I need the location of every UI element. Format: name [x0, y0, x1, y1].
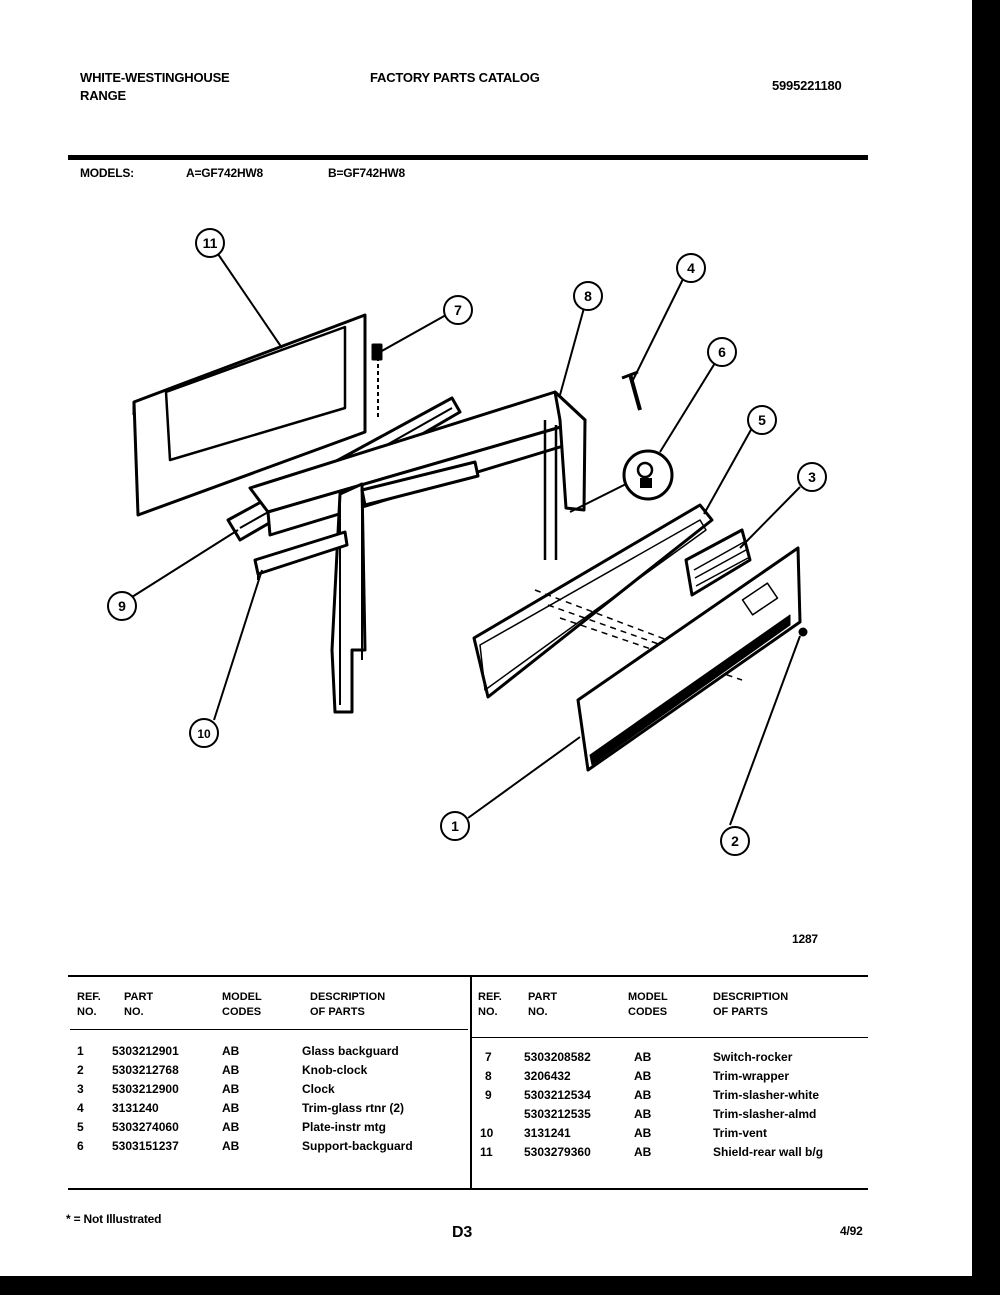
parts-catalog-page: WHITE-WESTINGHOUSE RANGE FACTORY PARTS C… — [0, 0, 972, 1276]
svg-text:3: 3 — [808, 469, 816, 485]
glass-backguard-part — [576, 546, 802, 772]
svg-text:10: 10 — [197, 727, 211, 741]
callout-4: 4 — [676, 253, 706, 283]
svg-text:11: 11 — [203, 235, 218, 251]
callout-10: 10 — [189, 718, 219, 748]
catalog-number: 5995221180 — [772, 78, 842, 93]
svg-text:6: 6 — [718, 344, 726, 360]
left-header-rule — [70, 1029, 468, 1030]
trim-vent-part — [253, 530, 349, 580]
catalog-title: FACTORY PARTS CATALOG — [370, 70, 540, 85]
svg-text:2: 2 — [731, 833, 739, 849]
callout-3: 3 — [797, 462, 827, 492]
ref-no-header-right: REF.NO. — [478, 991, 502, 1018]
header-divider — [68, 155, 868, 160]
right-header-rule — [472, 1037, 868, 1038]
table-column-divider — [470, 977, 472, 1188]
clock-knob-part — [798, 627, 808, 637]
model-a: A=GF742HW8 — [186, 166, 264, 180]
callout-5: 5 — [747, 405, 777, 435]
svg-text:4: 4 — [687, 260, 695, 276]
callout-7: 7 — [443, 295, 473, 325]
svg-text:7: 7 — [454, 302, 462, 318]
models-label: MODELS: — [80, 166, 134, 180]
trim-glass-retainer-part — [621, 370, 642, 411]
model-b: B=GF742HW8 — [328, 166, 406, 180]
footnote: * = Not Illustrated — [66, 1212, 162, 1226]
callout-1: 1 — [440, 811, 470, 841]
page-number: D3 — [452, 1224, 473, 1241]
table-bottom-rule — [68, 1188, 868, 1190]
svg-text:5: 5 — [758, 412, 766, 428]
rear-wall-shield-part — [132, 313, 367, 517]
instrument-plate-part — [472, 503, 743, 699]
switch-detail-circle — [622, 449, 674, 501]
revision-date: 4/92 — [840, 1224, 863, 1238]
svg-text:9: 9 — [118, 598, 126, 614]
support-backguard-part — [330, 460, 480, 714]
ref-no-header: REF.NO. — [77, 991, 101, 1018]
callout-11: 11 — [195, 228, 225, 258]
callout-9: 9 — [107, 591, 137, 621]
svg-text:8: 8 — [584, 288, 592, 304]
svg-text:1: 1 — [451, 818, 459, 834]
brand-title: WHITE-WESTINGHOUSE — [80, 70, 230, 85]
callout-6: 6 — [707, 337, 737, 367]
product-type: RANGE — [80, 88, 126, 103]
switch-rocker-part — [371, 343, 383, 420]
clock-part — [684, 528, 752, 597]
callout-2: 2 — [720, 826, 750, 856]
callout-8: 8 — [573, 281, 603, 311]
figure-number: 1287 — [792, 932, 818, 946]
exploded-parts-diagram: 11 7 8 4 6 5 3 9 10 1 2 — [107, 228, 827, 856]
leader-lines — [131, 253, 801, 826]
table-top-rule — [68, 975, 868, 977]
